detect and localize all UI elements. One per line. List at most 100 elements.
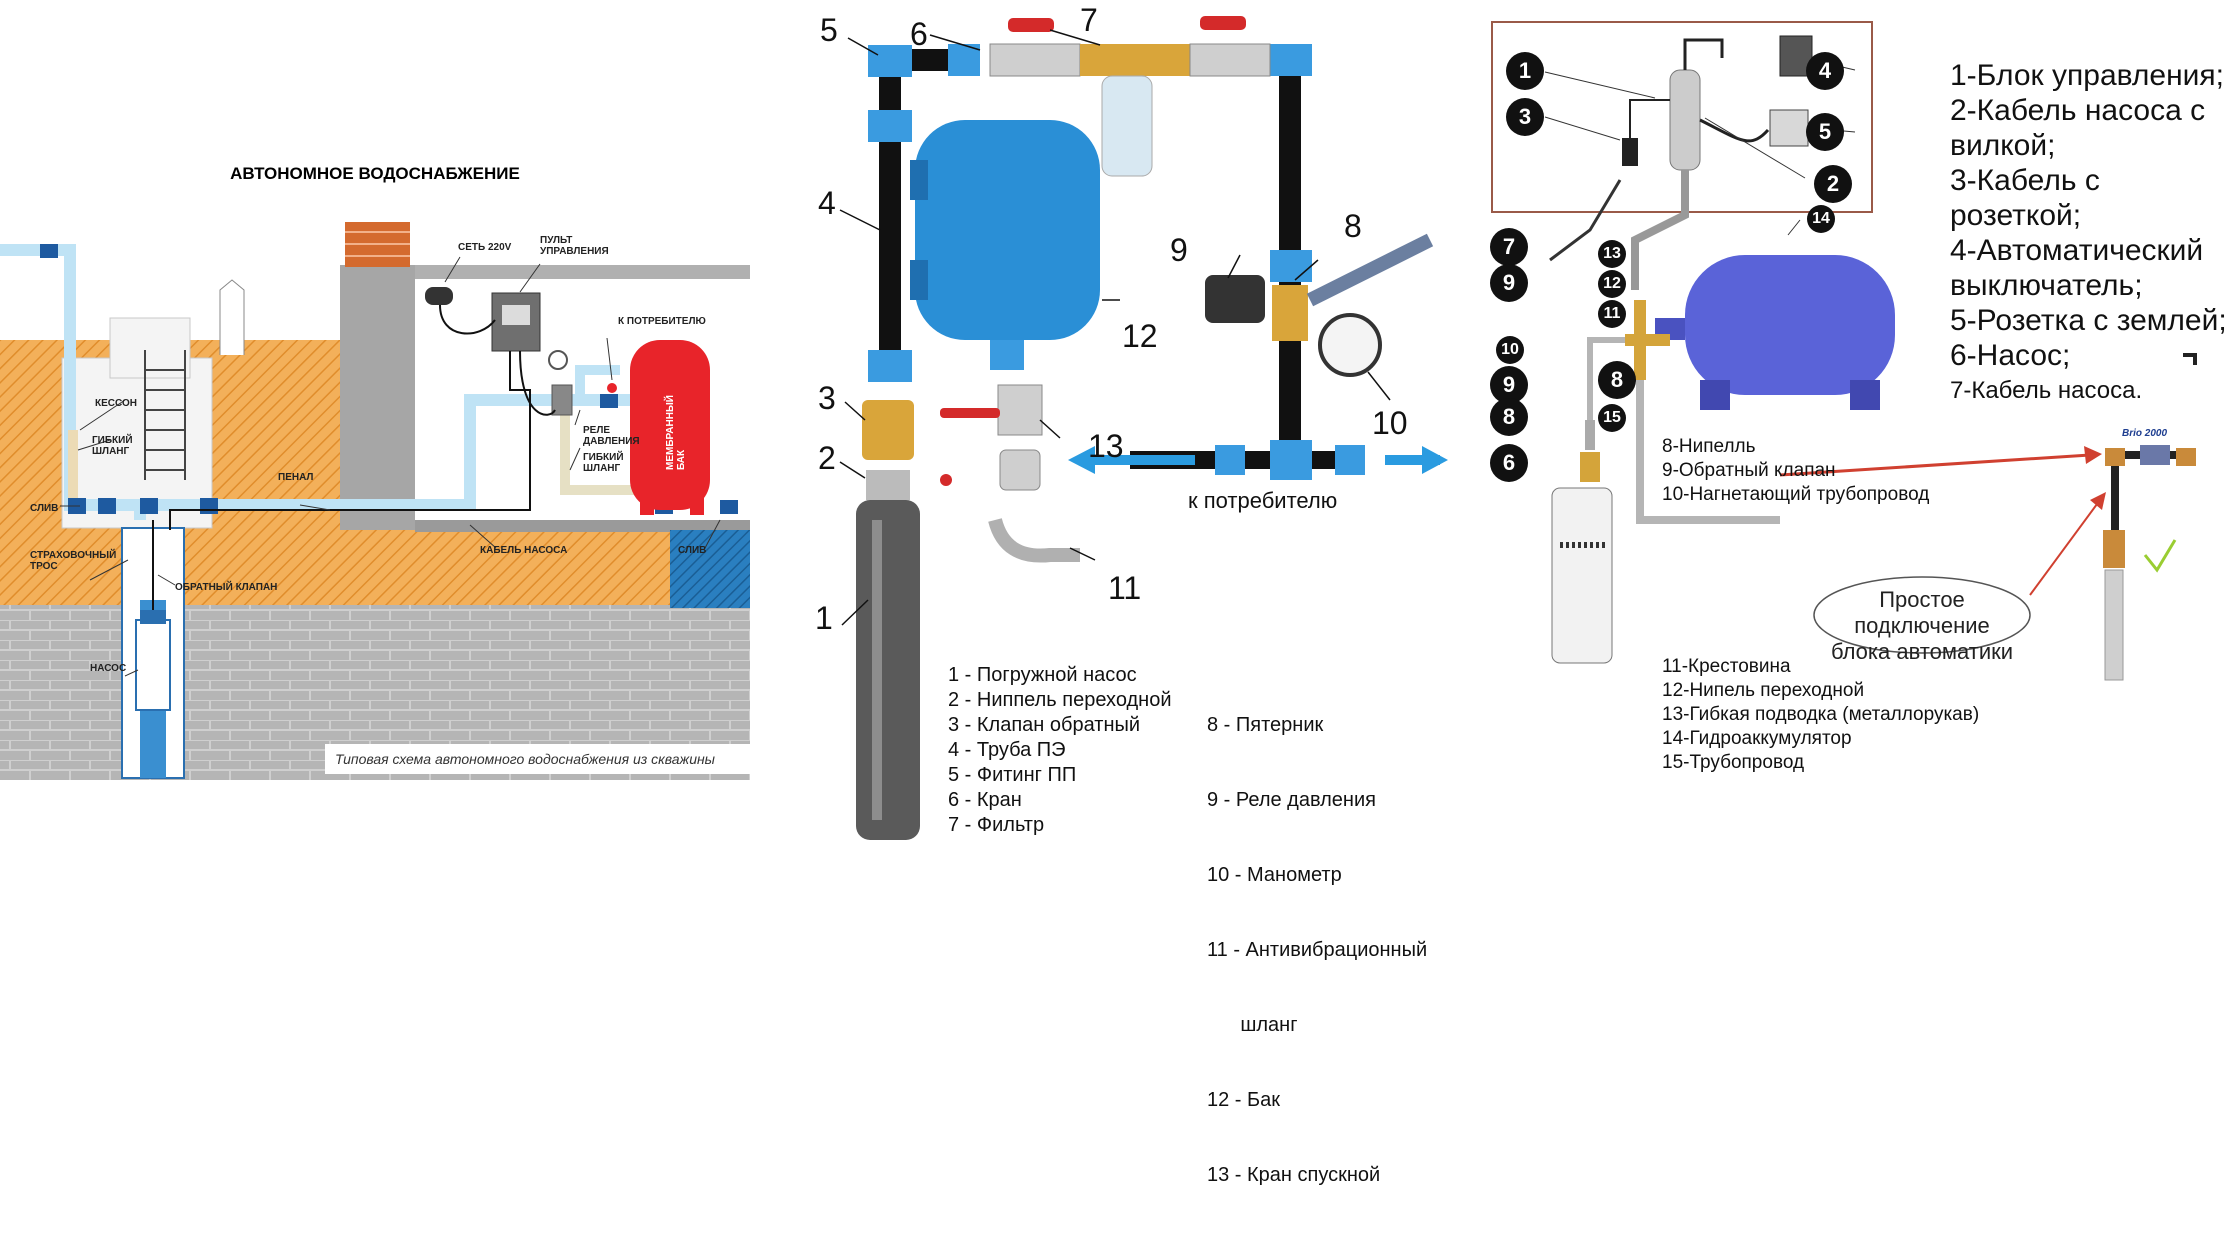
- panel-automation-connection: 1 3 4 5 2 7 13 14 9 12 11 10 9 8 8 15 6 …: [1450, 0, 2237, 854]
- legend-item: 4-Автоматический: [1950, 234, 2204, 267]
- brio-unit: [2140, 445, 2170, 465]
- legend-item: 2-Кабель насоса с: [1950, 94, 2206, 127]
- callout-5: 5: [820, 12, 838, 48]
- legend-item: 8-Нипелль: [1662, 436, 1756, 457]
- callout-7: 7: [1080, 2, 1098, 38]
- roof-slab: [340, 265, 750, 279]
- control-unit-1: [1669, 69, 1701, 171]
- diagram-caption: Типовая схема автономного водоснабжения …: [325, 744, 755, 774]
- badge-9-lower: 9: [1490, 366, 1528, 404]
- house-wall: [340, 265, 415, 530]
- pump-assembly-drawing: [839, 16, 1448, 840]
- pressure-relay-9: [1205, 275, 1265, 323]
- legend-item: шланг: [1207, 1014, 1298, 1036]
- label-membrane-tank: МЕМБРАННЫЙ БАК: [665, 395, 687, 470]
- pump-cable: [169, 351, 531, 530]
- tank-12: [915, 120, 1100, 340]
- callout-8: 8: [1344, 208, 1362, 244]
- arrow-right-red-icon: [2084, 446, 2102, 464]
- legend-item: 12 - Бак: [1207, 1089, 1281, 1111]
- legend-item: 9-Обратный клапан: [1662, 460, 1836, 481]
- legend-item: 11-Крестовина: [1662, 656, 1791, 677]
- label-control-unit: ПУЛЬТ УПРАВЛЕНИЯ: [540, 235, 609, 257]
- label-to-consumer: К ПОТРЕБИТЕЛЮ: [618, 316, 706, 327]
- legend-item: 7 - Фильтр: [948, 814, 1045, 836]
- legend-item: 12-Нипель переходной: [1662, 680, 1865, 701]
- floor-slab: [415, 520, 750, 532]
- drain-tap-13: [997, 384, 1043, 436]
- legend-item: 15-Трубопровод: [1662, 752, 1805, 773]
- pump-cable-7: [1549, 179, 1622, 262]
- hose-11: [988, 517, 1080, 563]
- badge-9-upper: 9: [1490, 264, 1528, 302]
- to-consumer-label: к потребителю: [1188, 488, 1338, 513]
- drain-pit: [670, 530, 750, 608]
- badge-2: 2: [1814, 165, 1852, 203]
- callout-1: 1: [815, 600, 833, 636]
- plug-3: [1622, 138, 1638, 166]
- label-pump-cable: КАБЕЛЬ НАСОСА: [480, 545, 568, 556]
- check-valve-3: [862, 400, 914, 460]
- panel-autonomous-water-supply: АВТОНОМНОЕ ВОДОСНАБЖЕНИЕ СЕТЬ 220V ПУЛЬТ…: [0, 0, 755, 854]
- legend-item: 14-Гидроаккумулятор: [1662, 728, 1852, 749]
- label-safety-rope: СТРАХОВОЧНЫЙ ТРОС: [30, 550, 117, 572]
- badge-6: 6: [1490, 444, 1528, 482]
- legend-item: 6 - Кран: [948, 789, 1022, 811]
- label-drain-1: СЛИВ: [30, 503, 59, 514]
- badge-13: 13: [1598, 240, 1626, 268]
- legend-item: 13 - Кран спускной: [1207, 1164, 1381, 1186]
- legend-item: 6-Насос;: [1950, 339, 2071, 372]
- label-check-valve: ОБРАТНЫЙ КЛАПАН: [175, 582, 278, 593]
- badge-8-right: 8: [1598, 361, 1636, 399]
- pressure-gauge: [548, 350, 568, 370]
- badge-12: 12: [1598, 270, 1626, 298]
- brio-label: Brio 2000: [2122, 428, 2168, 439]
- legend-item: выключатель;: [1950, 269, 2143, 302]
- legend-item: 1-Блок управления;: [1950, 59, 2224, 92]
- submersible-pump-1: [856, 500, 920, 840]
- legend-item: 7-Кабель насоса.: [1950, 377, 2143, 404]
- callout-3: 3: [818, 380, 836, 416]
- callout-4: 4: [818, 185, 836, 221]
- legend-item: 8 - Пятерник: [1207, 714, 1324, 736]
- legend-item: 10-Нагнетающий трубопровод: [1662, 484, 1930, 505]
- tap-6: [989, 43, 1081, 77]
- check-mark-icon: [2143, 539, 2177, 573]
- legend-item: 10 - Манометр: [1207, 864, 1342, 886]
- legend-item: 4 - Труба ПЭ: [948, 739, 1066, 761]
- callout-bubble: [1813, 576, 2031, 654]
- power-socket: [425, 287, 453, 305]
- legend-item: 2 - Ниппель переходной: [948, 689, 1172, 711]
- badge-10: 10: [1496, 336, 1524, 364]
- legend-item: 1 - Погружной насос: [948, 664, 1137, 686]
- badge-15: 15: [1598, 404, 1626, 432]
- legend-top: 1-Блок управления; 2-Кабель насоса с вил…: [1950, 58, 2227, 408]
- arrow-right-icon: [1422, 446, 1448, 474]
- badge-11: 11: [1598, 300, 1626, 328]
- pump-6: [1551, 487, 1613, 664]
- callout-2: 2: [818, 440, 836, 476]
- label-pressure-relay: РЕЛЕ ДАВЛЕНИЯ: [583, 425, 640, 447]
- hydro-accumulator-14: [1685, 255, 1895, 395]
- legend-item: 5 - Фитинг ПП: [948, 764, 1077, 786]
- legend-parts-1-7: 1 - Погружной насос 2 - Ниппель переходн…: [948, 663, 1172, 838]
- manometer-10: [1318, 313, 1382, 377]
- callout-11: 11: [1108, 570, 1142, 606]
- legend-bottom: 11-Крестовина 12-Нипель переходной 13-Ги…: [1662, 655, 1979, 775]
- supply-pipe-main: [75, 394, 560, 511]
- label-pump: НАСОС: [90, 663, 127, 674]
- badge-5: 5: [1806, 113, 1844, 151]
- callout-6: 6: [910, 16, 928, 52]
- legend-item: 13-Гибкая подводка (металлорукав): [1662, 704, 1980, 725]
- callout-9: 9: [1170, 232, 1188, 268]
- legend-item: 11 - Антивибрационный: [1207, 939, 1428, 961]
- label-flex-hose-2: ГИБКИЙ ШЛАНГ: [583, 452, 624, 474]
- label-flex-hose-1: ГИБКИЙ ШЛАНГ: [92, 435, 133, 457]
- badge-14: 14: [1807, 205, 1835, 233]
- fitting-5: [868, 45, 912, 77]
- badge-4: 4: [1806, 52, 1844, 90]
- callout-13: 13: [1088, 428, 1124, 464]
- diagram-title: АВТОНОМНОЕ ВОДОСНАБЖЕНИЕ: [230, 164, 520, 183]
- legend-parts-8-13: 8 - Пятерник 9 - Реле давления 10 - Мано…: [1207, 663, 1427, 1238]
- antivibration-hose: [1306, 233, 1434, 307]
